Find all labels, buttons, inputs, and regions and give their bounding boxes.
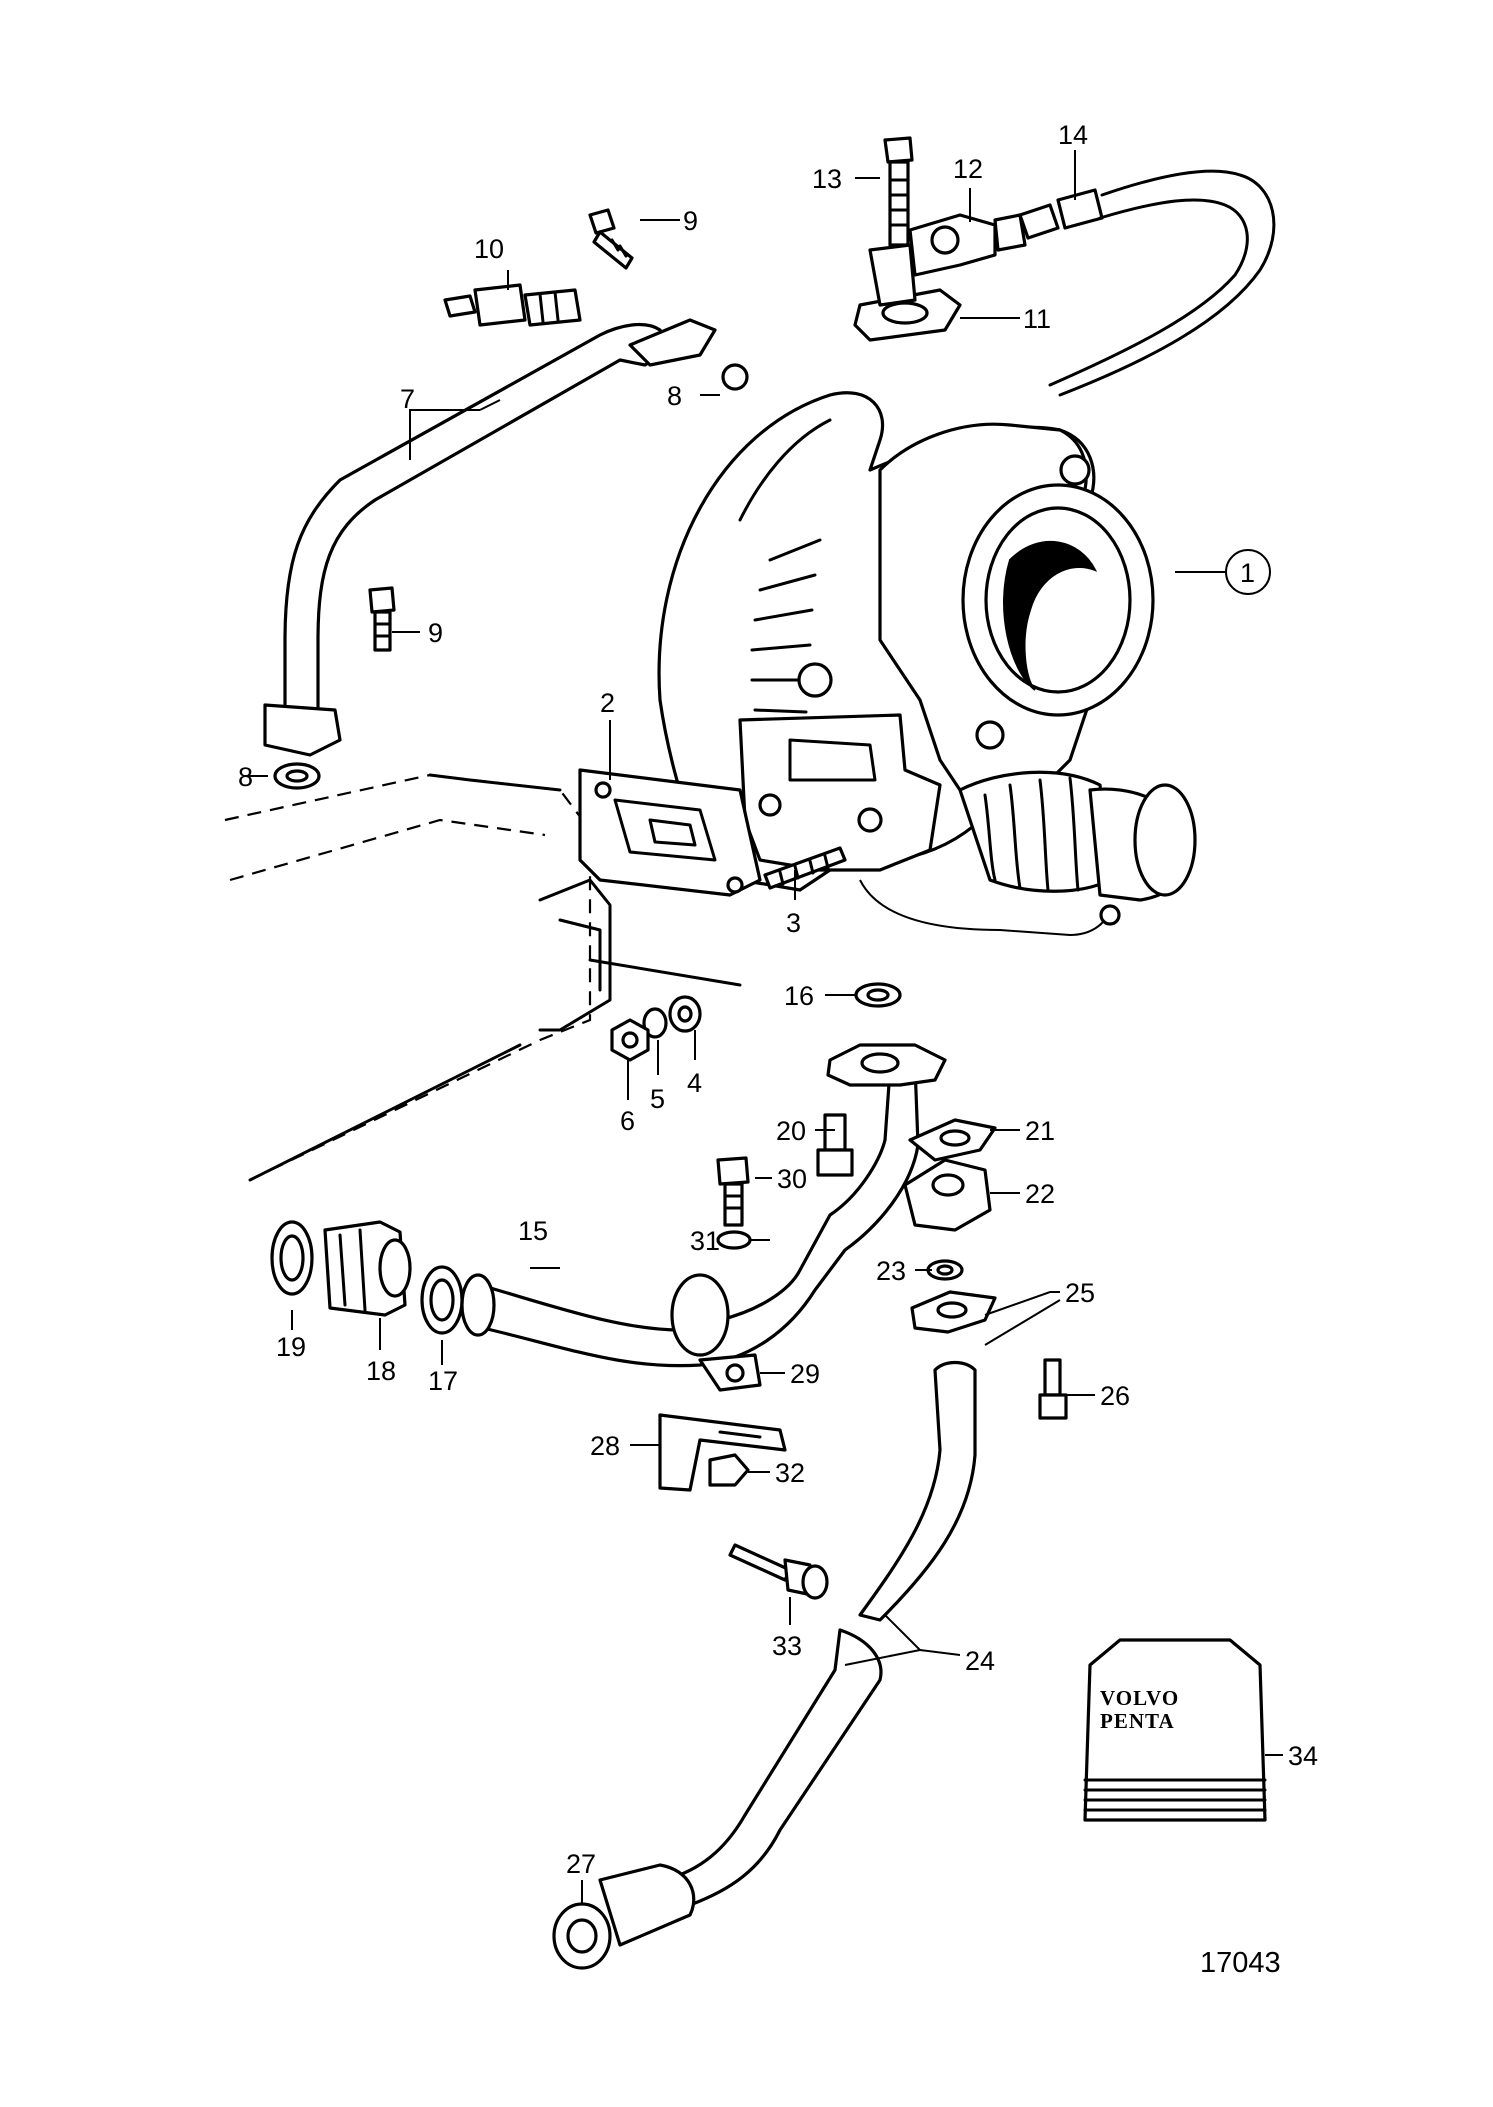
turbo-gasket xyxy=(578,768,762,897)
instruction-book: VOLVO PENTA xyxy=(1083,1638,1267,1822)
callout-28: 28 xyxy=(590,1431,620,1461)
callout-25: 25 xyxy=(1065,1278,1095,1308)
oil-feed-pipe xyxy=(263,208,749,790)
callout-11: 11 xyxy=(1023,304,1051,334)
callout-1: 1 xyxy=(1240,558,1255,588)
callout-8-upper: 8 xyxy=(667,381,682,411)
turbocharger xyxy=(657,391,1197,937)
stud-nut-washers xyxy=(610,846,847,1062)
callout-19: 19 xyxy=(276,1332,306,1362)
callout-32: 32 xyxy=(775,1458,805,1488)
drawing-number: 17043 xyxy=(1200,1947,1281,1979)
callout-21: 21 xyxy=(1025,1116,1055,1146)
callout-4: 4 xyxy=(687,1068,702,1098)
callout-2: 2 xyxy=(600,688,615,718)
callout-9-lower: 9 xyxy=(428,618,443,648)
callout-26: 26 xyxy=(1100,1381,1130,1411)
exhaust-manifold xyxy=(224,773,742,1182)
callout-14: 14 xyxy=(1058,120,1088,150)
leader-lines xyxy=(245,150,1283,1904)
callout-24: 24 xyxy=(965,1646,995,1676)
callout-labels: 1 2 3 4 5 6 7 8 8 9 9 10 11 12 13 14 15 … xyxy=(238,120,1318,1979)
callout-7: 7 xyxy=(400,384,415,414)
callout-30: 30 xyxy=(777,1164,807,1194)
callout-9-upper: 9 xyxy=(683,206,698,236)
callout-8-lower: 8 xyxy=(238,762,253,792)
callout-20: 20 xyxy=(776,1116,806,1146)
brand-line-2: PENTA xyxy=(1100,1709,1175,1733)
return-pipe-fittings xyxy=(270,1220,464,1335)
callout-6: 6 xyxy=(620,1106,635,1136)
callout-17: 17 xyxy=(428,1366,458,1396)
callout-18: 18 xyxy=(366,1356,396,1386)
oil-return-assembly xyxy=(853,136,1276,397)
callout-15: 15 xyxy=(518,1216,548,1246)
callout-31: 31 xyxy=(690,1226,720,1256)
callout-5: 5 xyxy=(650,1084,665,1114)
callout-22: 22 xyxy=(1025,1179,1055,1209)
callout-23: 23 xyxy=(876,1256,906,1286)
callout-29: 29 xyxy=(790,1359,820,1389)
oil-return-pipe xyxy=(460,982,947,1600)
callout-1-circle xyxy=(1225,549,1271,595)
callout-10: 10 xyxy=(474,234,504,264)
callout-16: 16 xyxy=(784,981,814,1011)
callout-3: 3 xyxy=(786,908,801,938)
callout-34: 34 xyxy=(1288,1741,1318,1771)
callout-13: 13 xyxy=(812,164,842,194)
callout-33: 33 xyxy=(772,1631,802,1661)
callout-27: 27 xyxy=(566,1849,596,1879)
callout-12: 12 xyxy=(953,154,983,184)
brand-line-1: VOLVO xyxy=(1100,1686,1179,1710)
coolant-hose-assembly xyxy=(552,1118,1068,1970)
